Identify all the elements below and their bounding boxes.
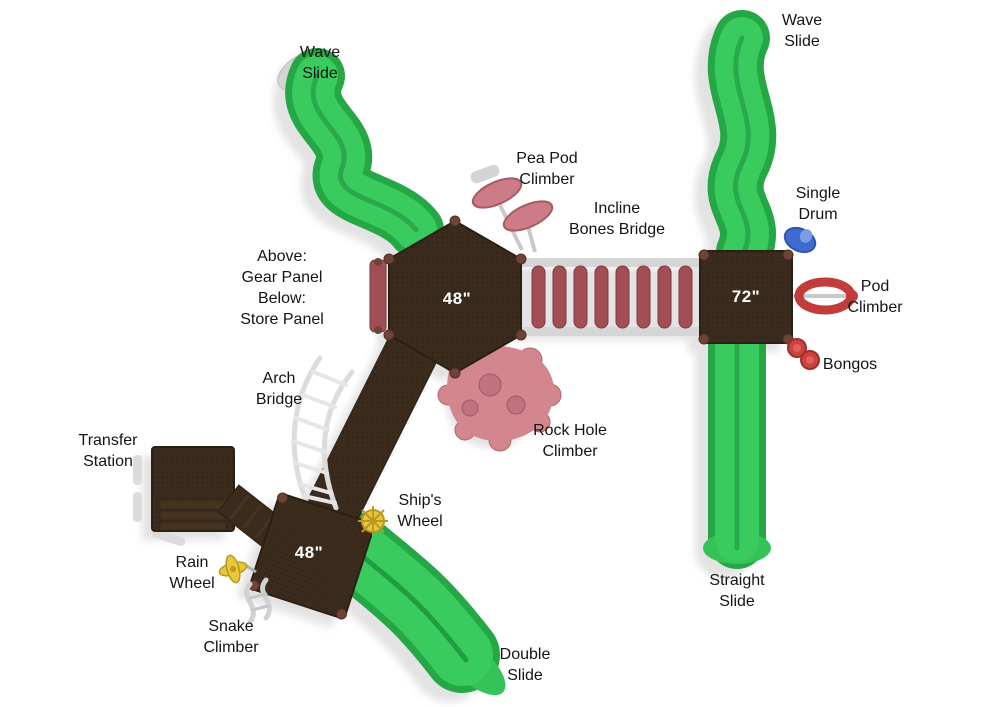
ships-wheel-shape <box>358 506 388 536</box>
label-bongos: Bongos <box>822 356 878 373</box>
label-panel-note: Above: Gear Panel Below: Store Panel <box>240 248 324 328</box>
label-pea-pod-climber: Pea Pod Climber <box>516 150 578 188</box>
center-hex-deck <box>383 215 527 379</box>
rock-hole-climber-shape <box>437 345 562 452</box>
single-drum-shape <box>783 226 817 254</box>
arch-bridge-ladder <box>291 355 355 511</box>
incline-bones-bridge-shape <box>518 258 708 336</box>
label-snake-climber: Snake Climber <box>203 618 259 656</box>
label-rain-wheel: Rain Wheel <box>169 554 215 592</box>
lower-square-deck <box>248 492 376 620</box>
double-slide-shape <box>317 512 506 696</box>
pod-climber-shape <box>793 277 858 315</box>
snake-climber-shape <box>244 577 272 625</box>
label-straight-slide: Straight Slide <box>709 572 765 610</box>
label-double-slide: Double Slide <box>499 646 551 684</box>
deck-size-lower-square: 48" <box>294 543 324 562</box>
wave-slide-left-shape <box>277 48 444 258</box>
label-ships-wheel: Ship's Wheel <box>397 492 443 530</box>
right-square-deck <box>698 249 794 345</box>
bongos-shape <box>787 338 820 370</box>
wave-slide-right-shape <box>707 10 777 280</box>
label-single-drum: Single Drum <box>795 185 841 223</box>
label-incline-bones-bridge: Incline Bones Bridge <box>568 200 666 238</box>
gear-store-panel-shape <box>369 258 387 334</box>
pea-pod-climber-shape <box>470 164 554 253</box>
deck-size-center-hex: 48" <box>442 289 472 308</box>
label-pod-climber: Pod Climber <box>847 278 903 316</box>
label-rock-hole-climber: Rock Hole Climber <box>533 422 607 460</box>
deck-size-right-square: 72" <box>731 287 761 306</box>
straight-slide-shape <box>703 316 771 569</box>
label-wave-slide-left: Wave Slide <box>299 44 341 82</box>
label-arch-bridge: Arch Bridge <box>255 370 303 408</box>
rain-wheel-shape <box>218 554 257 584</box>
label-wave-slide-right: Wave Slide <box>781 12 823 50</box>
label-transfer-station: Transfer Station <box>78 432 138 470</box>
